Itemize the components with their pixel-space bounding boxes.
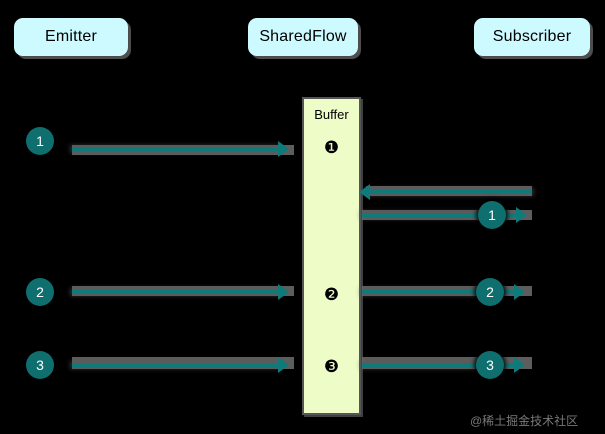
delivery-line-1	[362, 213, 507, 217]
delivery-line-1-tail	[506, 213, 518, 217]
delivery-token-1[interactable]: 1	[478, 201, 506, 229]
emission-line-2	[72, 290, 278, 294]
delivery-token-2-label: 2	[486, 284, 494, 300]
delivery-line-2-tail	[504, 290, 516, 294]
emission-token-2-label: 2	[36, 284, 44, 300]
delivery-line-3-tail	[504, 363, 516, 367]
buffer-token-3: ❸	[323, 357, 340, 376]
lane-label-subscriber: Subscriber	[492, 28, 572, 45]
emission-token-3[interactable]: 3	[26, 351, 54, 379]
emission-arrowhead-2	[278, 284, 289, 300]
delivery-arrowhead-3	[514, 357, 525, 373]
lane-box-sharedflow[interactable]: SharedFlow	[248, 18, 358, 56]
lane-box-subscriber[interactable]: Subscriber	[474, 18, 590, 56]
delivery-token-3-label: 3	[486, 357, 494, 373]
emission-line-1	[72, 147, 278, 151]
subscription-arrowhead-left	[359, 184, 370, 200]
emission-arrowhead-1	[278, 141, 289, 157]
subscription-line	[370, 190, 532, 194]
emission-token-3-label: 3	[36, 357, 44, 373]
delivery-line-3	[362, 363, 484, 367]
lane-box-emitter[interactable]: Emitter	[14, 18, 128, 56]
emission-token-1[interactable]: 1	[26, 127, 54, 155]
watermark-text: @稀土掘金技术社区	[470, 414, 579, 428]
lane-label-emitter: Emitter	[44, 28, 98, 45]
buffer-container: Buffer ❶ ❷ ❸	[302, 97, 361, 415]
lane-label-sharedflow: SharedFlow	[259, 28, 347, 45]
delivery-token-1-label: 1	[488, 207, 496, 223]
delivery-token-3[interactable]: 3	[476, 351, 504, 379]
emission-token-1-label: 1	[36, 133, 44, 149]
buffer-title: Buffer	[314, 107, 349, 122]
buffer-token-1: ❶	[323, 138, 340, 157]
delivery-arrowhead-1	[516, 207, 527, 223]
delivery-line-2	[362, 290, 484, 294]
delivery-arrowhead-2	[514, 284, 525, 300]
emission-arrowhead-3	[278, 357, 289, 373]
emission-token-2[interactable]: 2	[26, 278, 54, 306]
emission-line-3	[72, 363, 278, 367]
buffer-token-2: ❷	[323, 285, 340, 304]
delivery-token-2[interactable]: 2	[476, 278, 504, 306]
